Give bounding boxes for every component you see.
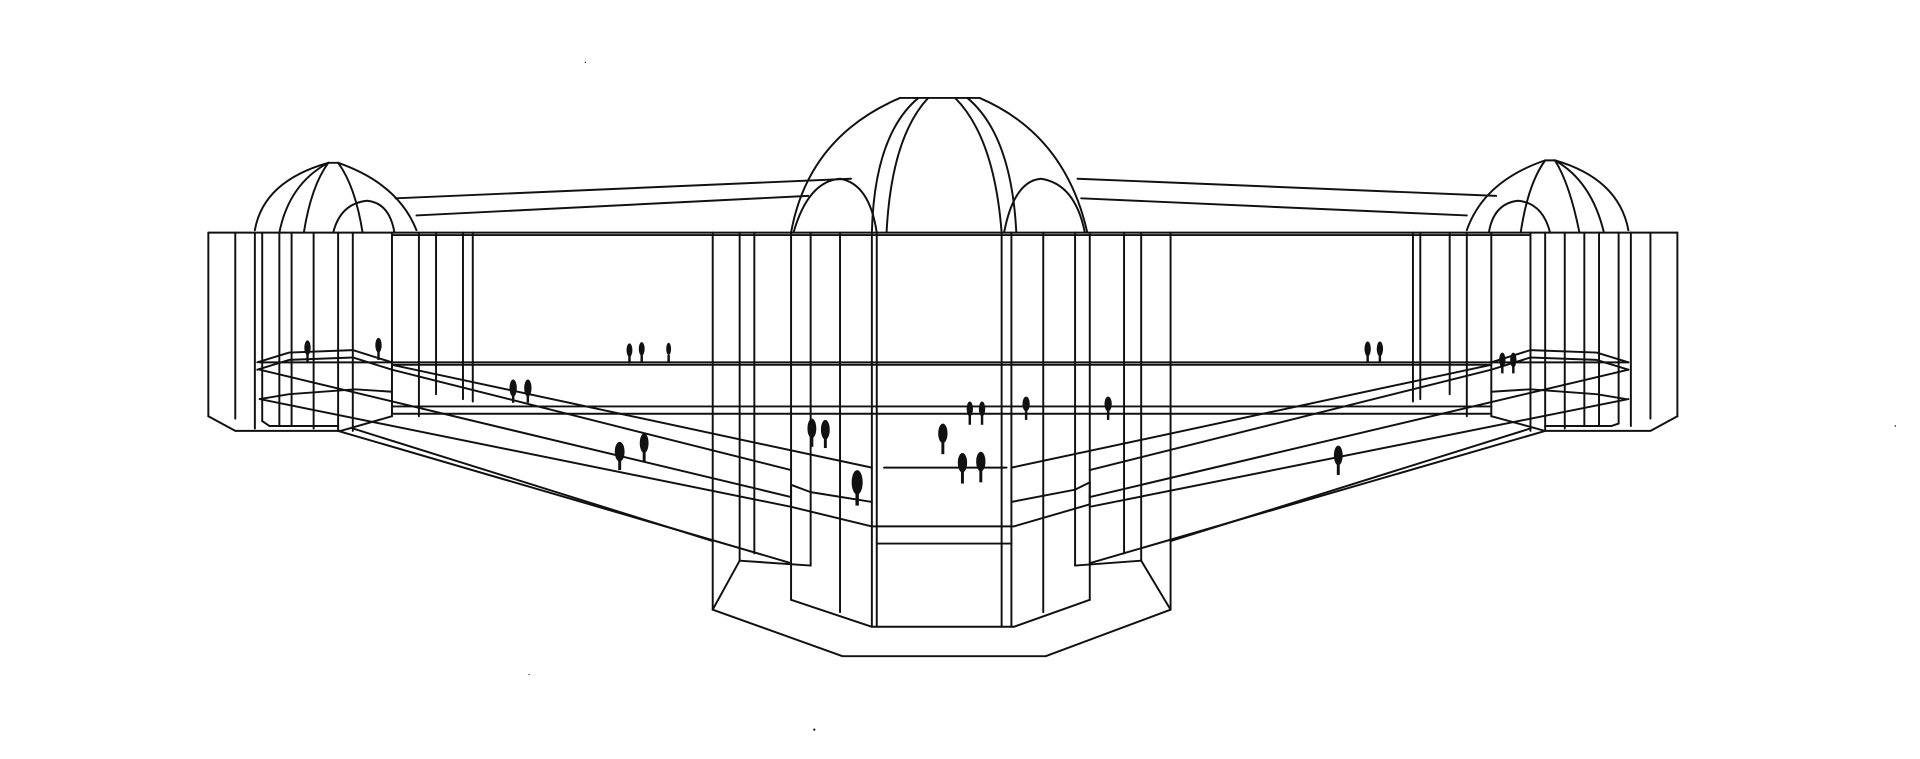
- person-figure: [938, 423, 948, 455]
- right-dome-rib: [1519, 159, 1547, 234]
- right-dome-arch: [1487, 199, 1552, 234]
- central-base-inner: [790, 598, 1091, 628]
- central-dome-side-arch: [1003, 177, 1086, 234]
- left-base-inner: [261, 420, 340, 427]
- person-figure: [614, 441, 625, 471]
- central-dome-rib: [885, 96, 930, 234]
- galleries: [258, 361, 1630, 565]
- left-dome-rib: [253, 161, 330, 232]
- person-figure: [978, 401, 986, 425]
- left-dome-rib: [302, 161, 330, 234]
- speck: [528, 673, 530, 676]
- left-wing-ramp: [390, 368, 793, 472]
- left-gallery-ring-base: [258, 388, 393, 401]
- paper-specks: [528, 61, 1897, 731]
- right-base-inner: [1544, 422, 1620, 427]
- right-dome-rib: [1553, 159, 1630, 232]
- right-wing-ramp: [1088, 368, 1630, 499]
- person-figure: [976, 451, 986, 483]
- left-dome-arch: [332, 199, 396, 234]
- person-figure: [807, 418, 817, 447]
- speck: [1894, 425, 1897, 427]
- left-base-outline: [207, 415, 393, 432]
- right-wing-ramp: [1088, 368, 1493, 472]
- left-wing-ramp: [258, 398, 793, 508]
- person-figure: [639, 433, 649, 462]
- person-figure: [1104, 396, 1112, 420]
- roof-skylight-right-lower: [1080, 197, 1468, 217]
- central-bay-balcony: [1010, 481, 1091, 503]
- roof-skylight-right-upper: [1076, 177, 1498, 197]
- left-dome-rib: [337, 161, 364, 234]
- central-dome-rib: [870, 96, 920, 234]
- right-gallery-ring-base: [1490, 388, 1627, 401]
- person-figure: [1510, 352, 1517, 374]
- speck: [813, 728, 816, 731]
- right-dome-rib: [1465, 159, 1547, 232]
- right-wing-ramp: [1010, 363, 1493, 469]
- person-figure: [626, 343, 633, 364]
- person-figure: [1364, 341, 1371, 363]
- person-figure: [638, 342, 645, 363]
- left-wing-ramp: [337, 429, 793, 565]
- left-dome-rib: [337, 161, 418, 232]
- left-wing-ramp: [390, 363, 873, 469]
- central-dome-side-arch: [792, 177, 878, 234]
- right-dome-rib: [1553, 159, 1605, 234]
- person-figure: [1022, 396, 1030, 420]
- right-base-outline: [1490, 415, 1679, 432]
- central-base-step: [711, 559, 812, 611]
- central-pavilion: [711, 96, 1172, 658]
- human-figures: [304, 337, 1517, 506]
- left-pavilion: [207, 161, 474, 432]
- central-dome-outline: [790, 96, 1089, 234]
- central-base-step: [1074, 559, 1172, 611]
- person-figure: [1499, 352, 1506, 374]
- right-dome-rib: [1553, 159, 1581, 234]
- person-figure: [509, 379, 517, 403]
- roof-skylight-left-lower: [415, 194, 810, 217]
- left-gallery-ring: [256, 349, 393, 364]
- person-figure: [957, 452, 968, 484]
- central-base-outer: [711, 608, 1172, 658]
- right-wing-ramp: [1088, 398, 1630, 508]
- person-figure: [304, 340, 311, 363]
- roof-skylight-left-upper: [394, 177, 853, 200]
- person-figure: [851, 470, 863, 506]
- person-figure: [524, 379, 532, 403]
- person-figure: [375, 337, 382, 360]
- person-figure: [666, 342, 672, 363]
- central-bay-balcony: [790, 483, 873, 503]
- roof-rails: [207, 177, 1679, 237]
- left-wing-ramp: [258, 368, 793, 499]
- central-dome-rib: [954, 96, 1003, 234]
- left-gallery-ring-lower: [256, 356, 393, 371]
- right-wing-ramp: [1088, 429, 1547, 565]
- left-dome-rib: [278, 161, 330, 234]
- person-figure: [820, 419, 830, 449]
- person-figure: [1376, 341, 1384, 363]
- central-bay-balcony: [790, 503, 1091, 528]
- central-dome-rib: [966, 96, 1018, 234]
- speck: [584, 61, 587, 64]
- person-figure: [966, 401, 973, 425]
- person-figure: [1333, 445, 1343, 475]
